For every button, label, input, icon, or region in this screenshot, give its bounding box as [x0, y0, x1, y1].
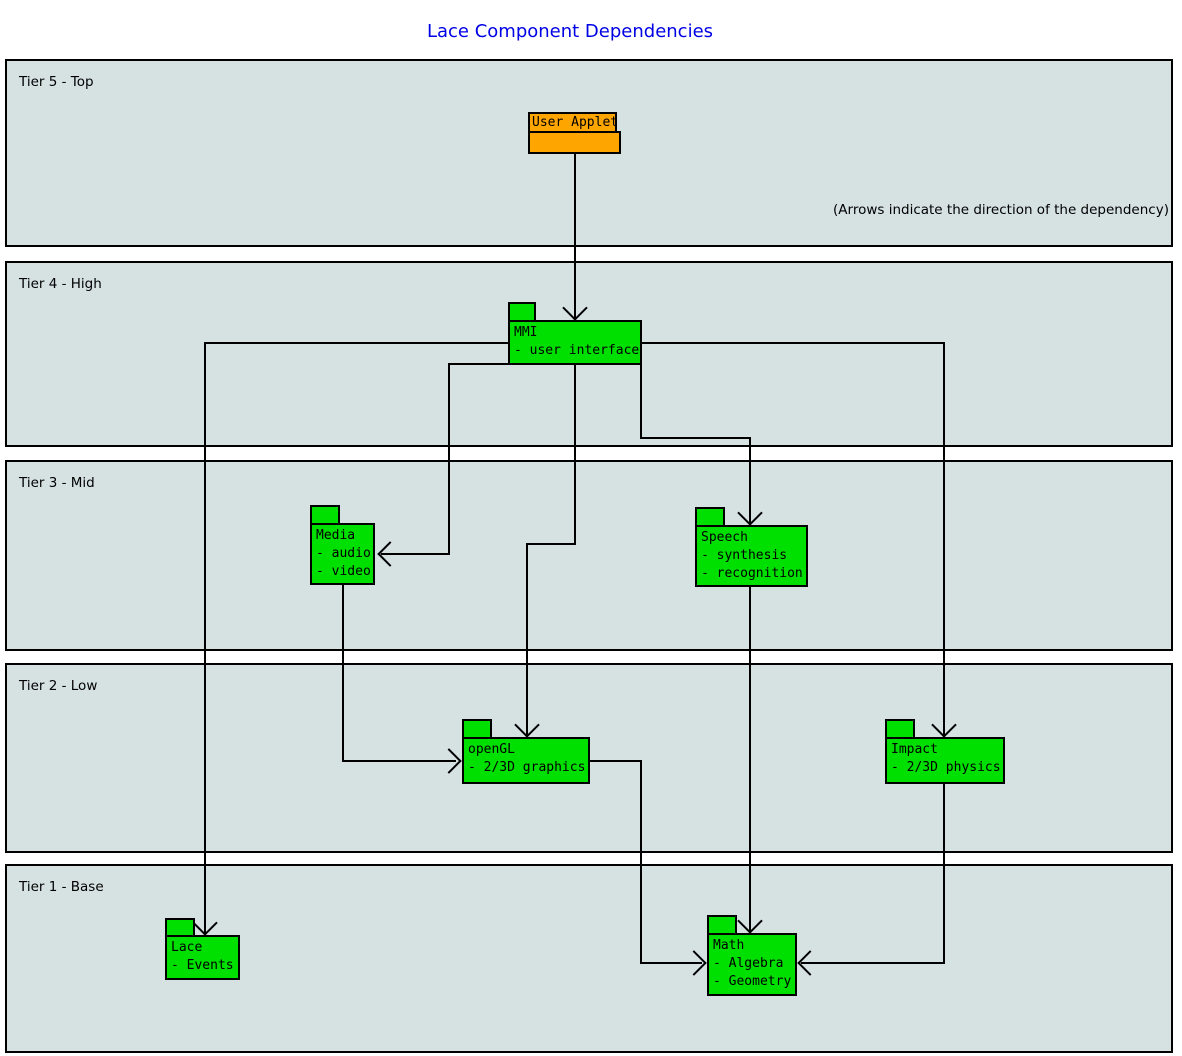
connector-mmi-opengl — [526, 543, 576, 545]
tier-band-3-mid: Tier 3 - Mid — [5, 460, 1173, 651]
connector-mmi-speech — [749, 437, 751, 523]
connector-mmi-speech — [640, 365, 642, 437]
component-tab — [310, 505, 340, 525]
component-detail: - 2/3D physics — [891, 760, 1001, 775]
connector-opengl-math — [640, 760, 642, 964]
connector-opengl-math — [640, 962, 702, 964]
connector-mmi-impact — [642, 342, 945, 344]
connector-opengl-math — [590, 760, 642, 762]
component-body — [528, 131, 621, 154]
connector-media-opengl — [342, 760, 456, 762]
component-tab — [885, 719, 915, 739]
component-detail: - Algebra — [713, 956, 784, 971]
connector-speech-math — [749, 587, 751, 931]
component-name: openGL — [468, 742, 515, 757]
connector-mmi-impact — [943, 342, 945, 735]
connector-impact-math — [943, 784, 945, 964]
component-name: MMI — [514, 325, 538, 340]
component-name: Speech — [701, 530, 748, 545]
diagram-title: Lace Component Dependencies — [426, 21, 714, 42]
component-detail: - user interface — [514, 343, 640, 358]
tier-label: Tier 4 - High — [19, 276, 102, 292]
tier-band-4-high: Tier 4 - High — [5, 261, 1173, 447]
component-name: Media — [316, 528, 356, 543]
connector-mmi-lace — [204, 342, 508, 344]
component-detail: - Events — [171, 958, 234, 973]
component-tab — [508, 302, 536, 322]
component-detail: - Geometry — [713, 974, 792, 989]
component-tab — [695, 507, 725, 527]
component-body: Impact - 2/3D physics — [885, 737, 1005, 784]
connector-mmi-speech — [640, 437, 751, 439]
component-tab — [707, 915, 737, 935]
connector-impact-math — [801, 962, 945, 964]
component-name: Lace — [171, 940, 203, 955]
component-detail: - recognition — [701, 566, 803, 581]
connector-mmi-media — [448, 363, 508, 365]
component-body: Media - audio - video — [310, 523, 375, 585]
component-name: Math — [713, 938, 745, 953]
legend-note: (Arrows indicate the direction of the de… — [833, 202, 1169, 218]
connector-mmi-opengl — [574, 365, 576, 545]
connector-userapplet-mmi — [574, 153, 576, 319]
component-body: Math - Algebra - Geometry — [707, 933, 797, 996]
component-detail: - 2/3D graphics — [468, 760, 586, 775]
tier-label: Tier 3 - Mid — [19, 475, 95, 491]
component-tab — [462, 719, 492, 739]
tier-label: Tier 2 - Low — [19, 678, 98, 694]
component-body: Lace - Events — [165, 935, 240, 980]
connector-mmi-opengl — [526, 543, 528, 735]
connector-mmi-media — [381, 553, 450, 555]
component-detail: - video — [316, 564, 371, 579]
tier-band-1-base: Tier 1 - Base — [5, 864, 1173, 1053]
component-name: User Applet — [528, 112, 618, 133]
connector-mmi-media — [448, 363, 450, 554]
component-body: MMI - user interface — [508, 320, 642, 365]
connector-media-opengl — [342, 585, 344, 762]
tier-label: Tier 1 - Base — [19, 879, 104, 895]
component-body: Speech - synthesis - recognition — [695, 525, 808, 587]
component-name: Impact — [891, 742, 938, 757]
component-detail: - audio — [316, 546, 371, 561]
component-body: openGL - 2/3D graphics — [462, 737, 590, 784]
tier-label: Tier 5 - Top — [19, 74, 94, 90]
component-detail: - synthesis — [701, 548, 788, 563]
connector-mmi-lace — [204, 342, 206, 933]
